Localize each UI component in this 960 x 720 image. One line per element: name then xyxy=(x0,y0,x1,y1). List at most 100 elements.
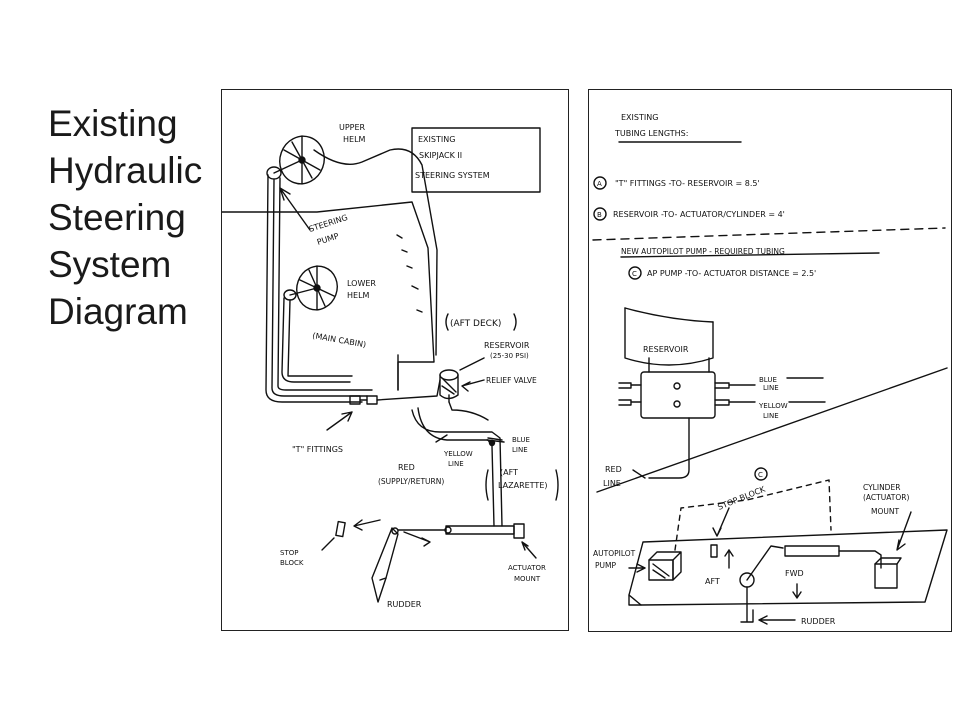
relief-valve-label: RELIEF VALVE xyxy=(486,376,537,385)
actuator-cylinder xyxy=(397,523,525,539)
stop-block-label-1: STOP xyxy=(280,549,298,557)
cylinder-label-3: MOUNT xyxy=(871,507,899,516)
red-line-label-1: RED xyxy=(605,465,622,474)
marker-b-letter: B xyxy=(597,211,602,219)
reservoir-arrow xyxy=(459,357,485,371)
relief-valve-arrow xyxy=(461,379,485,392)
marker-c-letter: C xyxy=(632,270,637,278)
actuator-mount-label-2: MOUNT xyxy=(514,575,541,583)
t-fittings-label: "T" FITTINGS xyxy=(292,445,343,454)
red-line-label-2: LINE xyxy=(603,479,621,488)
rudder xyxy=(371,527,399,603)
autopilot-pump-label-2: PUMP xyxy=(595,561,616,570)
stop-block-arrow xyxy=(712,507,730,537)
yellow-line-label-1: YELLOW xyxy=(443,450,473,458)
fwd-label: FWD xyxy=(785,569,804,578)
t-fittings-arrow xyxy=(326,411,353,431)
aft-label: AFT xyxy=(705,577,720,586)
perspective-line xyxy=(596,367,948,493)
upper-pump xyxy=(266,166,282,180)
upper-helm-line-to-right xyxy=(313,148,438,356)
box-label-steering-system: STEERING SYSTEM xyxy=(415,171,490,180)
rudder-swing-arrow-1 xyxy=(353,519,381,531)
steering-pump-label-2: PUMP xyxy=(316,231,340,247)
supply-return-lines xyxy=(411,401,503,527)
marker-c xyxy=(628,266,642,280)
upper-helm-label-2: HELM xyxy=(343,135,366,144)
fwd-arrow xyxy=(792,583,802,599)
main-cabin-label: (MAIN CABIN) xyxy=(312,331,367,349)
steering-pump-arrow xyxy=(279,187,311,231)
reservoir-label-1: RESERVOIR xyxy=(484,341,530,350)
actuator-mount-label-1: ACTUATOR xyxy=(508,564,546,572)
cylinder-arrow xyxy=(896,511,912,551)
tubing-heading-1: EXISTING xyxy=(621,113,658,122)
actuator-cylinder xyxy=(784,545,882,569)
reservoir-label-2: (25-30 PSI) xyxy=(490,352,529,360)
title-box xyxy=(411,127,541,193)
red-line-tube xyxy=(648,417,690,479)
blue-line-label-2: LINE xyxy=(512,446,528,454)
yellow-line-label-1: YELLOW xyxy=(758,402,788,410)
blue-line-label-1: BLUE xyxy=(759,376,777,384)
upper-helm-lines xyxy=(265,174,373,403)
autopilot-pump-label-1: AUTOPILOT xyxy=(593,549,636,558)
route-c-marker xyxy=(754,467,768,481)
cylinder-label-1: CYLINDER xyxy=(863,483,900,492)
tubing-lengths-sketch: EXISTING TUBING LENGTHS: A "T" FITTINGS … xyxy=(588,89,952,632)
cylinder-label-2: (ACTUATOR) xyxy=(863,493,909,502)
marker-b xyxy=(593,207,607,221)
item-b-text: RESERVOIR -TO- ACTUATOR/CYLINDER = 4' xyxy=(613,210,785,219)
t-fitting-1 xyxy=(349,395,361,405)
stop-block-label-2: BLOCK xyxy=(280,559,304,567)
rudder-label: RUDDER xyxy=(801,617,836,626)
autopilot-arrow xyxy=(628,563,646,573)
right-reservoir xyxy=(618,307,826,479)
stop-block-label: STOP BLOCK xyxy=(716,484,767,512)
yellow-line-label-2: LINE xyxy=(763,412,779,420)
dashed-tubing-route xyxy=(674,479,832,551)
lower-helm-label-1: LOWER xyxy=(347,279,376,288)
rudder-post xyxy=(739,572,755,623)
steering-pump-label-1: STEERING xyxy=(308,213,349,234)
aft-arrow xyxy=(724,549,734,569)
upper-deck-line xyxy=(222,201,435,391)
rudder-arrow xyxy=(758,615,796,625)
cylinder-mount xyxy=(874,557,902,589)
marker-a xyxy=(593,176,607,190)
lower-helm-lines xyxy=(281,297,353,383)
box-label-skipjack: SKIPJACK II xyxy=(419,151,462,160)
box-label-existing: EXISTING xyxy=(418,135,455,144)
dashed-separator xyxy=(592,227,946,241)
new-pump-heading: NEW AUTOPILOT PUMP - REQUIRED TUBING xyxy=(621,247,785,256)
rudder-swing-arrow-2 xyxy=(403,531,431,547)
route-c-letter: C xyxy=(758,471,763,479)
stop-block xyxy=(335,520,346,538)
existing-system-sketch: EXISTING SKIPJACK II STEERING SYSTEM UPP… xyxy=(221,89,569,631)
blue-line-label-2: LINE xyxy=(763,384,779,392)
red-label-1: RED xyxy=(398,463,415,472)
t-fitting-2 xyxy=(366,395,378,405)
tubing-heading-2: TUBING LENGTHS: xyxy=(614,129,688,138)
hatch-marks xyxy=(396,234,423,313)
red-label-2: (SUPPLY/RETURN) xyxy=(378,477,444,486)
tiller-arm xyxy=(746,545,784,581)
item-a-text: "T" FITTINGS -TO- RESERVOIR = 8.5' xyxy=(615,179,760,188)
upper-helm-label-1: UPPER xyxy=(339,123,366,132)
blue-line-label-1: BLUE xyxy=(512,436,530,444)
aft-lazarette-label-2: LAZARETTE) xyxy=(498,481,548,490)
reservoir xyxy=(439,369,459,403)
item-c-text: AP PUMP -TO- ACTUATOR DISTANCE = 2.5' xyxy=(647,269,816,278)
marker-a-letter: A xyxy=(597,180,602,188)
actuator-mount-arrow xyxy=(521,541,537,559)
deck-platform xyxy=(628,529,948,606)
stop-block xyxy=(710,544,718,558)
lower-helm-label-2: HELM xyxy=(347,291,370,300)
yellow-line-label-2: LINE xyxy=(448,460,464,468)
slide-title: Existing Hydraulic Steering System Diagr… xyxy=(48,103,203,332)
stop-block-arrow xyxy=(321,537,335,551)
autopilot-pump xyxy=(648,551,682,581)
rudder-label: RUDDER xyxy=(387,600,422,609)
reservoir-label: RESERVOIR xyxy=(643,345,689,354)
aft-deck-label: (AFT DECK) xyxy=(450,319,501,329)
